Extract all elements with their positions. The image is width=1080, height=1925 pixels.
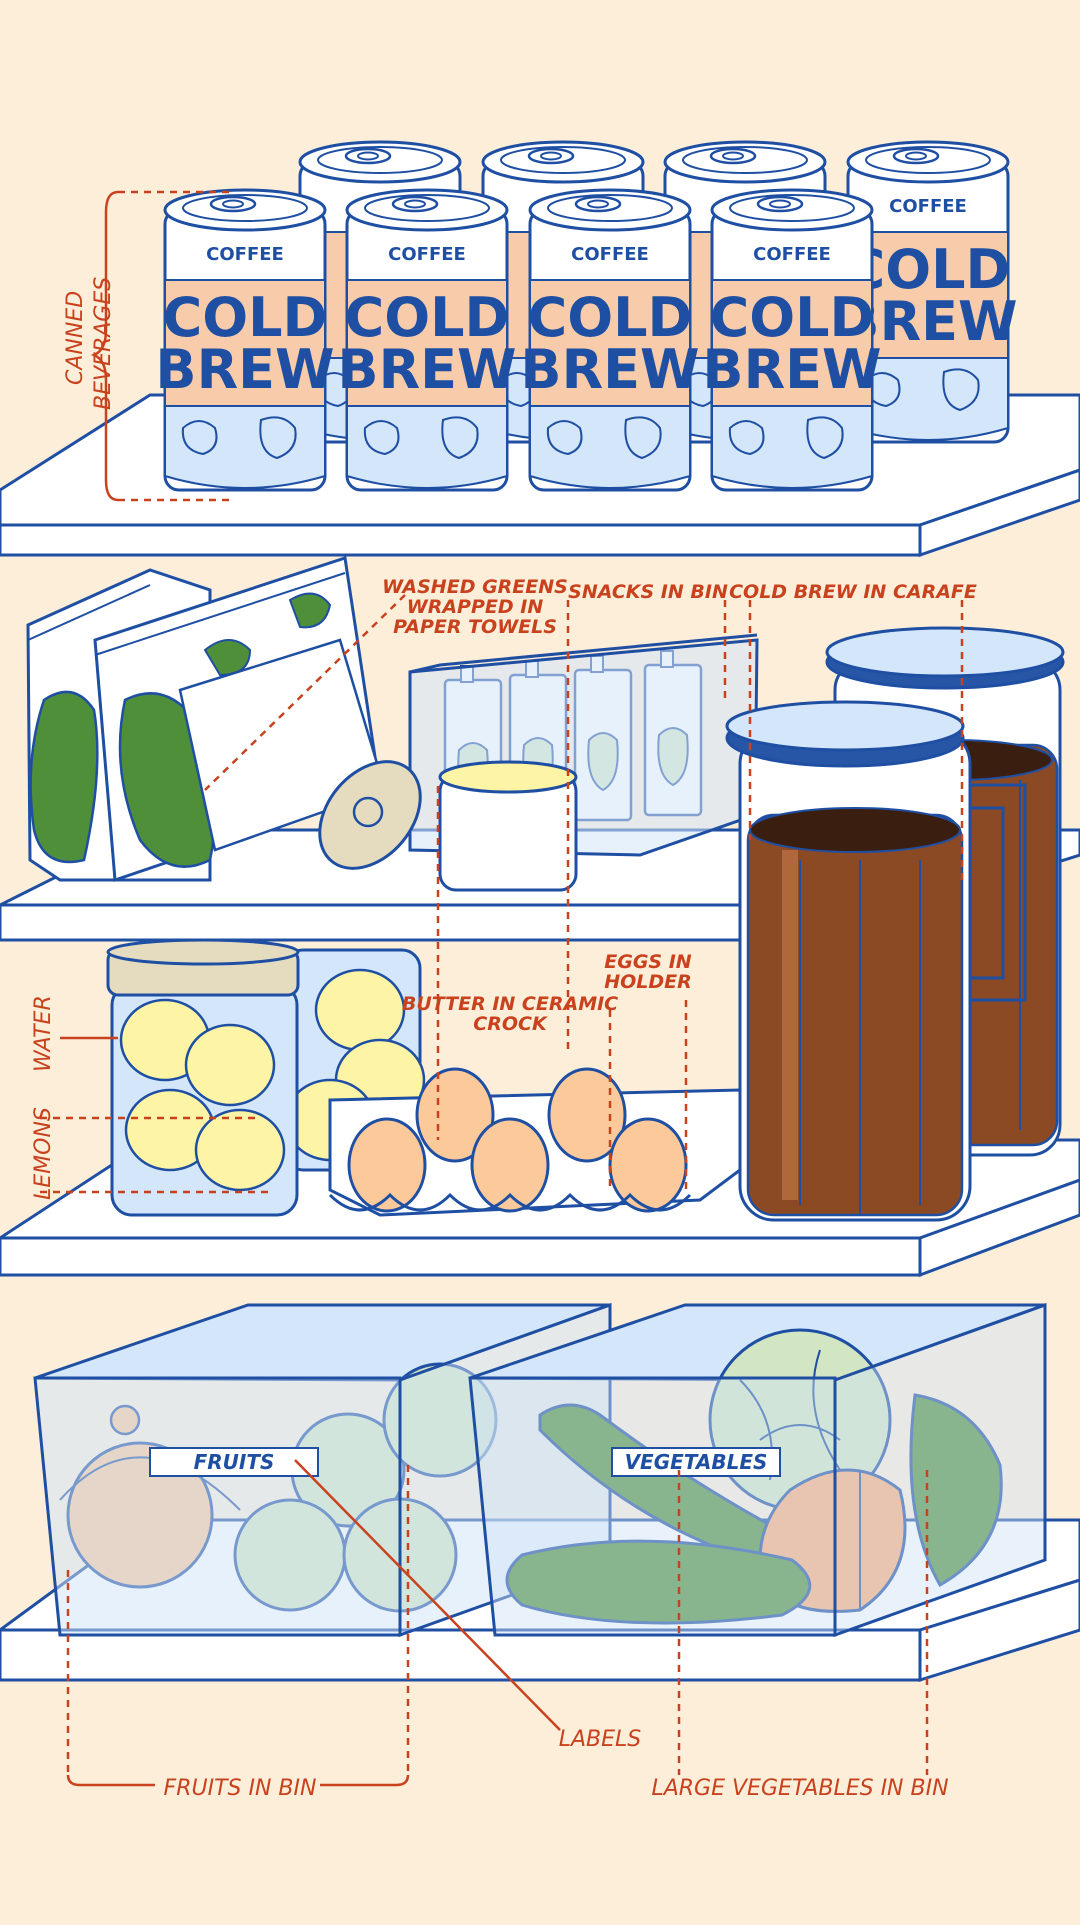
- can-label-line2: BREW: [337, 338, 516, 401]
- annotation-lines: [40, 190, 964, 1775]
- annotation-greens-3: PAPER TOWELS: [393, 616, 557, 638]
- canned-beverages: COFFEE COLD BREW COFFEE COLD BREW COFFEE…: [155, 140, 1018, 492]
- annotation-butter-2: CROCK: [473, 1013, 548, 1035]
- annotation-eggs-2: HOLDER: [604, 971, 692, 993]
- annotation-canned-2: BEVERAGES: [91, 277, 116, 410]
- can-front-2: COFFEE COLD BREW: [337, 188, 517, 492]
- annotation-eggs-1: EGGS IN: [604, 951, 692, 973]
- annotations: CANNED BEVERAGES WASHED GREENS WRAPPED I…: [31, 277, 977, 1801]
- can-front-4: COFFEE COLD BREW: [702, 188, 882, 492]
- annotation-solid-lines: [60, 190, 561, 1787]
- can-label-line1: COLD: [710, 286, 875, 349]
- vegetable-bin: VEGETABLES: [468, 1302, 1047, 1638]
- annotation-greens-1: WASHED GREENS: [382, 576, 568, 598]
- can-label-small: COFFEE: [206, 244, 284, 265]
- annotation-lemons: LEMONS: [31, 1107, 56, 1200]
- cold-brew-carafes: [725, 626, 1065, 1222]
- egg-holder: [328, 1067, 742, 1217]
- can-label-line1: COLD: [528, 286, 693, 349]
- annotation-greens-2: WRAPPED IN: [407, 596, 544, 618]
- annotation-butter-1: BUTTER IN CERAMIC: [402, 993, 618, 1015]
- can-label-small: COFFEE: [889, 196, 967, 217]
- can-label-line2: BREW: [520, 338, 699, 401]
- can-label-line1: COLD: [163, 286, 328, 349]
- lemon-jars: [106, 938, 426, 1217]
- can-label-line1: COLD: [345, 286, 510, 349]
- can-label-small: COFFEE: [753, 244, 831, 265]
- fruits-label: FRUITS: [194, 1450, 275, 1474]
- annotation-canned-1: CANNED: [63, 291, 88, 385]
- can-label-line2: BREW: [155, 338, 334, 401]
- butter-crock: [318, 760, 578, 892]
- can-label-small: COFFEE: [571, 244, 649, 265]
- annotation-carafe: COLD BREW IN CARAFE: [729, 581, 977, 603]
- can-label-line2: BREW: [702, 338, 881, 401]
- can-front-1: COFFEE COLD BREW: [155, 188, 335, 492]
- annotation-snacks: SNACKS IN BIN: [568, 581, 728, 603]
- can-front-3: COFFEE COLD BREW: [520, 188, 700, 492]
- annotation-water: WATER: [31, 995, 56, 1072]
- annotation-fruits-bin: FRUITS IN BIN: [164, 1776, 317, 1801]
- greens-bags: [26, 556, 387, 883]
- vegetables-label: VEGETABLES: [625, 1450, 768, 1474]
- can-label-small: COFFEE: [388, 244, 466, 265]
- annotation-veg-bin: LARGE VEGETABLES IN BIN: [651, 1776, 948, 1801]
- fruit-bin: FRUITS: [33, 1302, 612, 1638]
- annotation-labels: LABELS: [559, 1727, 642, 1752]
